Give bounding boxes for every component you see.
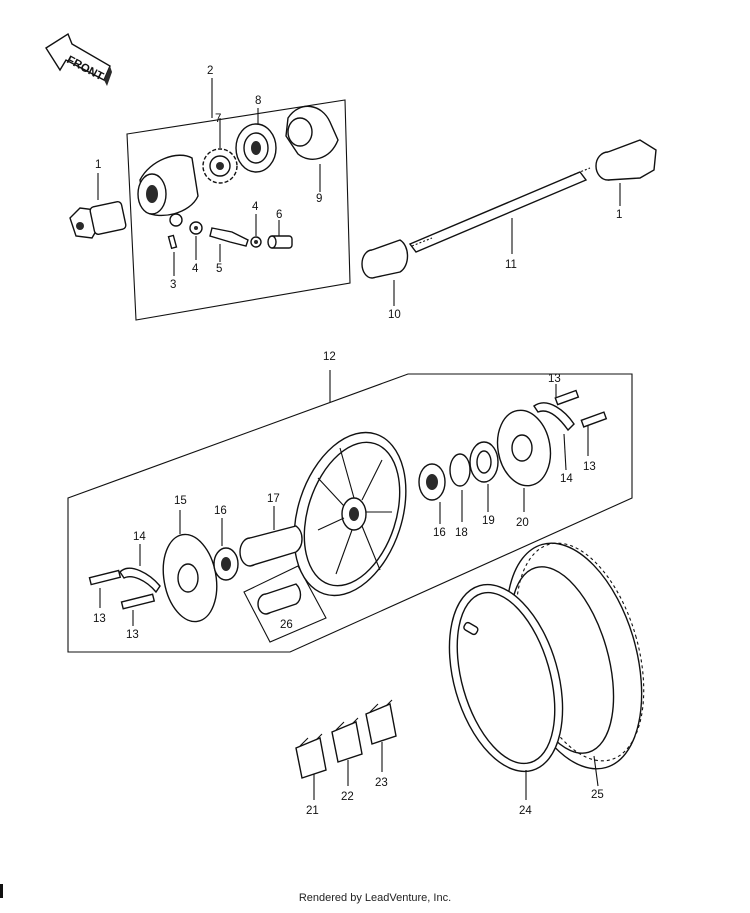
callout-2: 2 — [207, 65, 213, 77]
callout-1-left: 1 — [95, 159, 101, 171]
brake-disc-right — [496, 409, 552, 487]
bracket-right — [533, 402, 575, 432]
bolt-left-lower — [120, 593, 156, 610]
front-arrow-icon: FRONT — [45, 32, 112, 86]
brake-pad-21 — [295, 733, 327, 779]
oil-seal — [235, 123, 277, 173]
brake-pad-23 — [365, 699, 397, 745]
callout-20: 20 — [516, 517, 529, 529]
callout-18: 18 — [455, 527, 468, 539]
callout-21: 21 — [306, 805, 319, 817]
callout-15: 15 — [174, 495, 187, 507]
callout-3: 3 — [170, 279, 176, 291]
brake-pad-22 — [331, 717, 363, 763]
callout-26: 26 — [280, 619, 293, 631]
callout-4-left: 4 — [192, 263, 199, 275]
callout-17: 17 — [267, 493, 280, 505]
callout-4-right: 4 — [252, 201, 259, 213]
cast-wheel — [293, 431, 407, 597]
front-axle — [408, 167, 591, 253]
callout-6: 6 — [276, 209, 282, 221]
callout-13-right-lower: 13 — [583, 461, 596, 473]
callout-14-right: 14 — [560, 473, 573, 485]
callout-13-right-upper: 13 — [548, 373, 561, 385]
axle-nut-right — [595, 139, 657, 181]
hub-assembly-frame — [126, 99, 351, 321]
callout-11: 11 — [505, 259, 517, 271]
pin-part-3 — [167, 234, 178, 250]
sleeve-part-26 — [257, 583, 302, 615]
callout-9: 9 — [316, 193, 322, 205]
callout-13-left-lower: 13 — [126, 629, 139, 641]
speedometer-gear-housing — [137, 154, 199, 227]
axle-spacer — [361, 239, 409, 279]
washer-part-4-left — [189, 221, 203, 235]
callout-22: 22 — [341, 791, 354, 803]
edge-mark — [0, 884, 3, 898]
brake-disc-left — [162, 533, 218, 623]
callout-19: 19 — [482, 515, 495, 527]
callout-14-left: 14 — [133, 531, 146, 543]
circlip — [449, 453, 471, 487]
washer-part-4-right — [250, 236, 262, 248]
callout-7: 7 — [215, 113, 221, 125]
callout-16-right: 16 — [433, 527, 446, 539]
bearing-left — [213, 547, 239, 581]
distance-collar — [239, 525, 303, 567]
wheel-assembly-frame — [67, 373, 633, 653]
axle-nut-left — [69, 201, 127, 239]
bolt-right-lower — [580, 411, 608, 428]
callout-12: 12 — [323, 351, 336, 363]
callout-23: 23 — [375, 777, 388, 789]
drive-shaft-part-5 — [209, 227, 249, 247]
bracket-left — [119, 567, 161, 594]
callout-13-left-upper: 13 — [93, 613, 106, 625]
oil-seal-right — [469, 441, 499, 483]
sleeve-inset-frame — [243, 565, 327, 643]
footer-credit: Rendered by LeadVenture, Inc. — [298, 892, 452, 904]
callout-25: 25 — [591, 789, 604, 801]
callout-24: 24 — [519, 805, 532, 817]
bushing-part-6 — [267, 235, 293, 249]
callout-10: 10 — [388, 309, 401, 321]
callout-16-left: 16 — [214, 505, 227, 517]
speedometer-gear — [202, 148, 238, 184]
gear-housing-plate — [285, 105, 339, 160]
bolt-right-upper — [554, 389, 580, 406]
inner-tube — [448, 583, 564, 773]
bolt-left-upper — [88, 569, 122, 586]
bearing-right — [418, 463, 446, 501]
callout-1-right: 1 — [616, 209, 622, 221]
callout-8: 8 — [255, 95, 261, 107]
callout-5: 5 — [216, 263, 222, 275]
